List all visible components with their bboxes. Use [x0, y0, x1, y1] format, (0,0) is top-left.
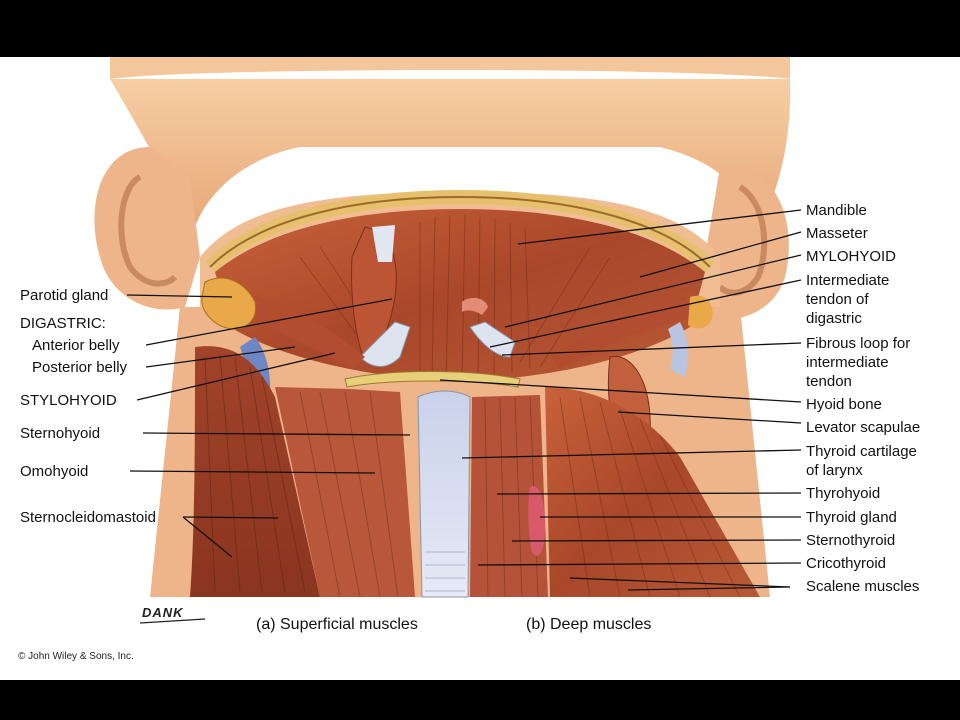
label-intermediate-tendon-2: tendon of [806, 291, 869, 308]
label-thyroid-cartilage-2: of larynx [806, 462, 863, 479]
neck-muscles-illustration [94, 57, 802, 624]
label-thyroid-gland: Thyroid gland [806, 509, 897, 526]
deep-right-lateral [545, 387, 760, 597]
caption-superficial: (a) Superficial muscles [256, 616, 418, 633]
label-scalene-muscles: Scalene muscles [806, 578, 920, 595]
hyoid-bone-shape [344, 371, 521, 388]
left-ear [94, 147, 200, 310]
label-thyroid-cartilage-1: Thyroid cartilage [806, 443, 917, 460]
left-leader-lines [126, 294, 411, 558]
right-ear-inner [717, 184, 768, 296]
label-levator-scapulae: Levator scapulae [806, 419, 921, 436]
head-skin [110, 79, 791, 227]
label-omohyoid: Omohyoid [20, 463, 89, 480]
label-stylohyoid: STYLOHYOID [20, 392, 117, 409]
parotid-gland-right [688, 295, 713, 329]
label-intermediate-tendon-1: Intermediate [806, 272, 890, 289]
digastric-tendon-right [469, 321, 516, 358]
caption-deep: (b) Deep muscles [526, 616, 652, 633]
label-parotid-gland: Parotid gland [20, 287, 109, 304]
label-sternohyoid: Sternohyoid [20, 425, 101, 442]
bottom-letterbox [0, 680, 960, 720]
head-top [110, 57, 790, 79]
label-mandible: Mandible [806, 202, 867, 219]
label-thyrohyoid: Thyrohyoid [806, 485, 881, 502]
sternohyoid-omohyoid-left [275, 387, 415, 597]
right-leader-lines [439, 209, 802, 591]
label-hyoid-bone: Hyoid bone [806, 396, 882, 413]
trachea-rings [425, 551, 465, 592]
digastric-tendon-left [359, 321, 411, 367]
top-letterbox [0, 0, 960, 57]
label-digastric-heading: DIGASTRIC: [20, 315, 106, 332]
label-mylohyoid: MYLOHYOID [806, 248, 897, 265]
thyroid-gland-tissue [528, 486, 545, 556]
thyrohyoid-sternothyroid [470, 395, 548, 597]
strap-right-fibers [484, 396, 539, 598]
posterior-belly-right [550, 297, 690, 369]
label-sternothyroid: Sternothyroid [806, 532, 896, 549]
right-vessel-pale [668, 322, 689, 377]
posterior-belly-left [230, 292, 365, 369]
label-masseter: Masseter [806, 225, 868, 242]
fibrous-loop-muscle [462, 297, 488, 315]
strap-left-fibers [299, 391, 399, 598]
label-intermediate-tendon-3: digastric [806, 310, 862, 327]
label-fibrous-loop-1: Fibrous loop for [806, 335, 911, 352]
label-posterior-belly: Posterior belly [32, 359, 128, 376]
scm-left-fibers [204, 354, 306, 593]
deep-right-fibers [559, 396, 741, 598]
label-fibrous-loop-2: intermediate [806, 354, 889, 371]
illustrator-signature: DANK [142, 605, 184, 620]
tendon-top-left [372, 225, 395, 262]
copyright-notice: © John Wiley & Sons, Inc. [18, 651, 134, 662]
label-fibrous-loop-3: tendon [806, 373, 852, 390]
label-sternocleidomastoid: Sternocleidomastoid [20, 509, 156, 526]
label-anterior-belly: Anterior belly [32, 337, 120, 354]
label-cricothyroid: Cricothyroid [806, 555, 887, 572]
slide: Parotid gland DIGASTRIC: Anterior belly … [0, 57, 960, 680]
left-ear-inner [118, 174, 178, 287]
trachea-larynx [417, 390, 471, 598]
parotid-gland-tissue [201, 277, 257, 330]
right-ear [705, 165, 789, 320]
signature-underline [139, 618, 206, 624]
